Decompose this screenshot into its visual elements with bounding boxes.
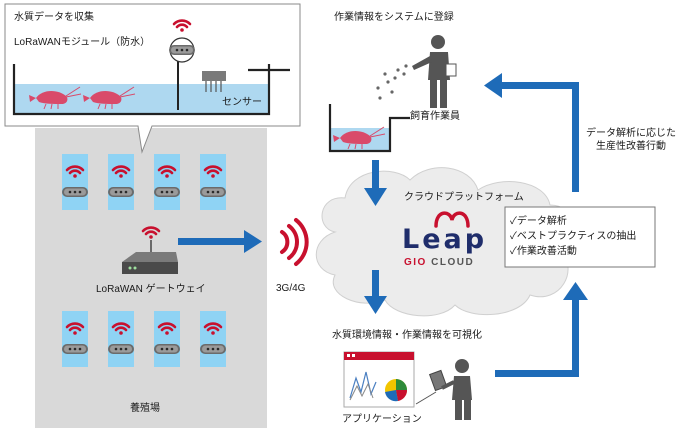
pond-bottom-4: [200, 311, 226, 367]
lorawan-module-icon: [169, 19, 195, 110]
gateway-icon: [122, 226, 178, 274]
feature-box: [504, 206, 656, 268]
network-label: 3G/4G: [276, 283, 306, 294]
app-title: 水質環境情報・作業情報を可視化: [332, 330, 482, 341]
farm-label: 養殖場: [130, 403, 160, 414]
gio-word: GIO: [404, 257, 427, 268]
leap-logo-arc: [434, 211, 470, 228]
cloud-word: CLOUD: [431, 257, 475, 268]
arrow-feedback-top: [484, 73, 579, 192]
feature-3: ✓作業改善活動: [510, 246, 577, 257]
pond-top-2: [108, 154, 134, 210]
arrow-to-network: [178, 230, 262, 253]
cloud-title: クラウドプラットフォーム: [404, 192, 524, 203]
worker-label: 飼育作業員: [410, 111, 460, 122]
arrow-cloud-to-app: [364, 270, 387, 314]
pond-top-1: [62, 154, 88, 210]
leap-logo-word: Leap: [402, 224, 488, 255]
callout-line2: LoRaWANモジュール（防水）: [14, 37, 151, 48]
sensor-icon: [202, 71, 226, 92]
gateway-label: LoRaWAN ゲートウェイ: [96, 284, 206, 295]
sensor-label: センサー: [222, 97, 262, 108]
feature-2: ✓ベストプラクティスの抽出: [510, 231, 637, 242]
callout-line1: 水質データを収集: [14, 12, 94, 23]
worker-person-icon: [412, 35, 457, 108]
pond-bottom-3: [154, 311, 180, 367]
feedback-line1: データ解析に応じた: [586, 128, 676, 139]
signal-icon: [280, 218, 309, 266]
feature-1: ✓データ解析: [510, 216, 567, 227]
work-title: 作業情報をシステムに登録: [334, 12, 454, 23]
pond-bottom-1: [62, 311, 88, 367]
tablet-user-icon: [415, 359, 472, 420]
pond-bottom-2: [108, 311, 134, 367]
pond-top-4: [200, 154, 226, 210]
arrow-work-to-cloud: [364, 160, 387, 206]
feed-dots: [376, 64, 408, 100]
app-window-icon: [343, 351, 415, 408]
app-label: アプリケーション: [342, 414, 422, 425]
arrow-feedback-bottom: [495, 282, 588, 377]
gio-cloud-text: GIO CLOUD: [404, 258, 474, 268]
pond-top-3: [154, 154, 180, 210]
feedback-line2: 生産性改善行動: [596, 141, 666, 152]
